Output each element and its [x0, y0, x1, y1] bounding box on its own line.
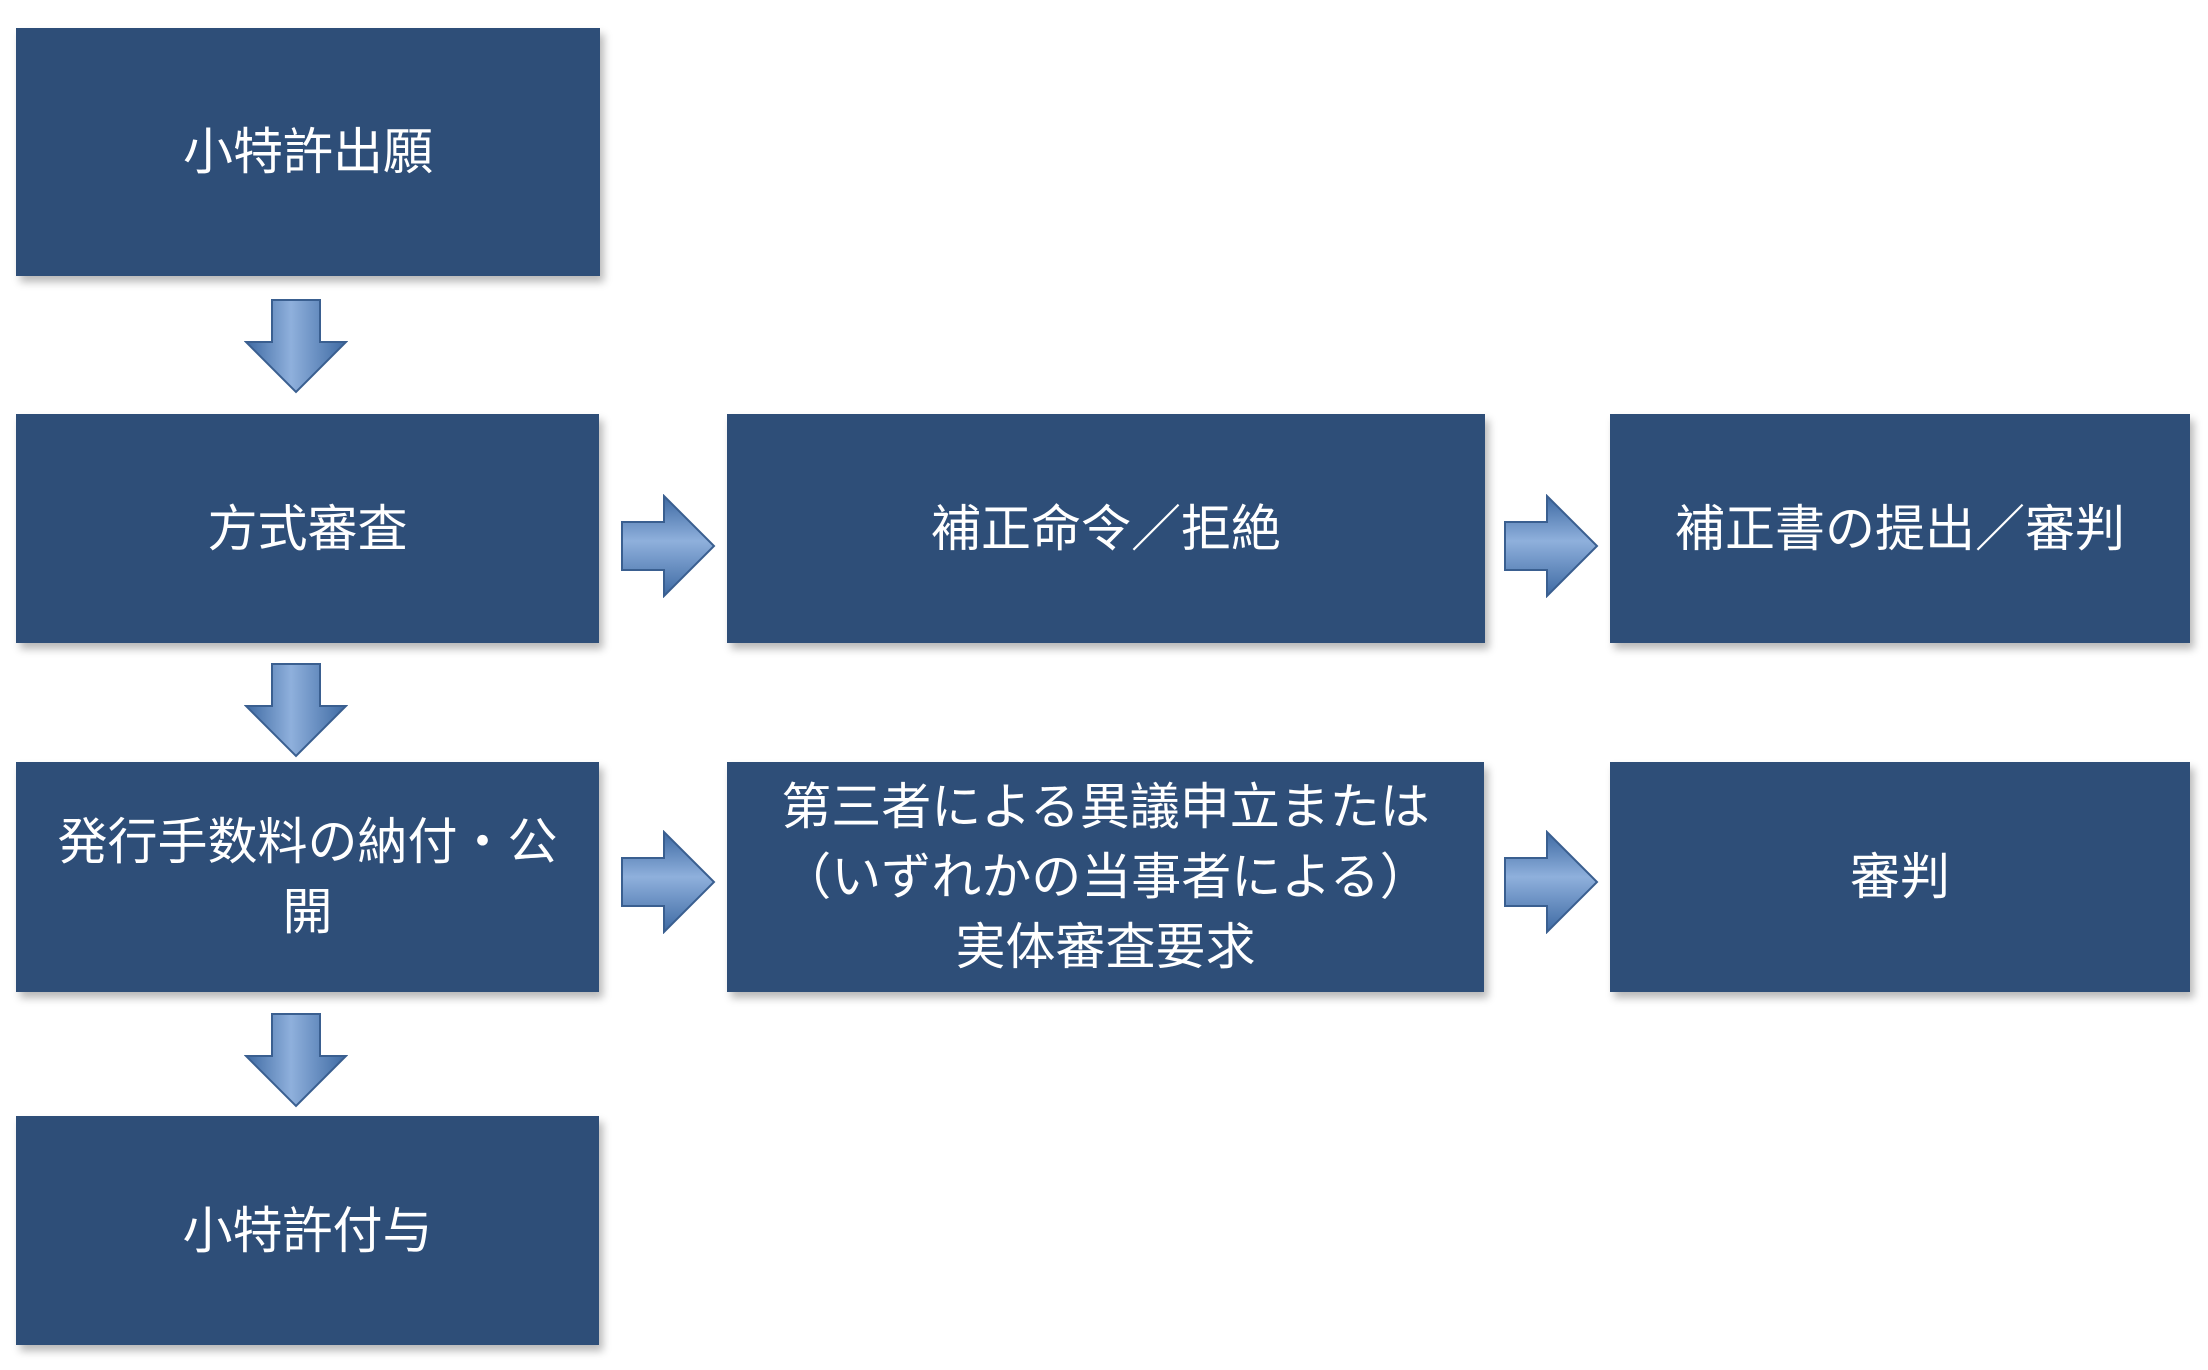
- arrow-right-icon: [1503, 494, 1599, 598]
- box-third-party-text: 第三者による異議申立または （いずれかの当事者による） 実体審査要求: [781, 772, 1430, 982]
- arrow-down-icon: [244, 662, 348, 758]
- box-third-party-line1: 第三者による異議申立または: [781, 778, 1430, 836]
- box-grant-label: 小特許付与: [182, 1201, 433, 1260]
- arrow-right-icon: [620, 830, 716, 934]
- box-third-party-line3: 実体審査要求: [955, 918, 1256, 976]
- box-application-label: 小特許出願: [183, 123, 433, 181]
- arrow-down-icon: [244, 1012, 348, 1108]
- box-formal-exam-label: 方式審査: [207, 499, 408, 558]
- box-amend-submit: 補正書の提出／審判: [1610, 414, 2190, 643]
- box-third-party: 第三者による異議申立または （いずれかの当事者による） 実体審査要求: [727, 762, 1484, 992]
- box-issue-fee-text: 発行手数料の納付・公 開: [58, 807, 558, 947]
- arrow-right-icon: [1503, 830, 1599, 934]
- box-trial: 審判: [1610, 762, 2190, 992]
- box-issue-fee: 発行手数料の納付・公 開: [16, 762, 599, 992]
- arrow-down-icon: [244, 298, 348, 394]
- box-amend-order: 補正命令／拒絶: [727, 414, 1485, 643]
- arrow-right-icon: [620, 494, 716, 598]
- box-issue-fee-line1: 発行手数料の納付・公: [57, 813, 558, 871]
- box-application: 小特許出願: [16, 28, 600, 276]
- box-amend-order-label: 補正命令／拒絶: [931, 499, 1281, 558]
- box-third-party-line2: （いずれかの当事者による）: [781, 848, 1430, 906]
- box-amend-submit-label: 補正書の提出／審判: [1675, 499, 2125, 558]
- box-trial-label: 審判: [1850, 848, 1950, 906]
- box-formal-exam: 方式審査: [16, 414, 599, 643]
- box-issue-fee-line2: 開: [282, 883, 333, 941]
- box-grant: 小特許付与: [16, 1116, 599, 1345]
